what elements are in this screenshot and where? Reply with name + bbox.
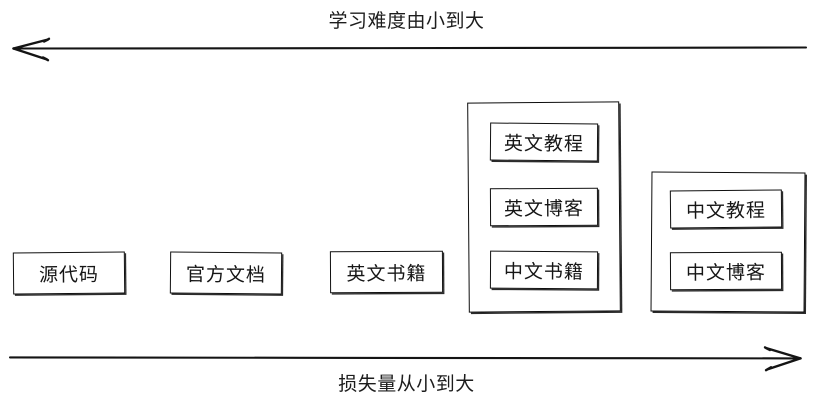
difficulty-arrow (12, 37, 808, 62)
node-english-blog[interactable]: 英文博客 (489, 187, 599, 227)
node-official-docs-label: 官方文档 (185, 263, 267, 286)
node-english-blog-label: 英文博客 (503, 197, 585, 220)
node-english-tutorial-label: 英文教程 (503, 132, 585, 155)
node-source-code[interactable]: 源代码 (12, 251, 126, 295)
node-chinese-tutorial-label: 中文教程 (685, 199, 767, 222)
node-english-tutorial[interactable]: 英文教程 (489, 122, 599, 162)
loss-axis-caption: 损失量从小到大 (338, 373, 475, 395)
node-chinese-blog[interactable]: 中文博客 (669, 251, 783, 291)
node-source-code-label: 源代码 (38, 263, 100, 286)
node-chinese-books[interactable]: 中文书籍 (489, 250, 599, 290)
node-official-docs[interactable]: 官方文档 (169, 251, 283, 295)
node-chinese-tutorial[interactable]: 中文教程 (669, 189, 783, 229)
node-english-books[interactable]: 英文书籍 (329, 250, 444, 294)
loss-arrow (8, 346, 802, 372)
node-chinese-blog-label: 中文博客 (685, 261, 767, 284)
node-chinese-books-label: 中文书籍 (503, 260, 585, 283)
difficulty-axis-caption: 学习难度由小到大 (328, 10, 485, 32)
node-english-books-label: 英文书籍 (346, 262, 427, 285)
